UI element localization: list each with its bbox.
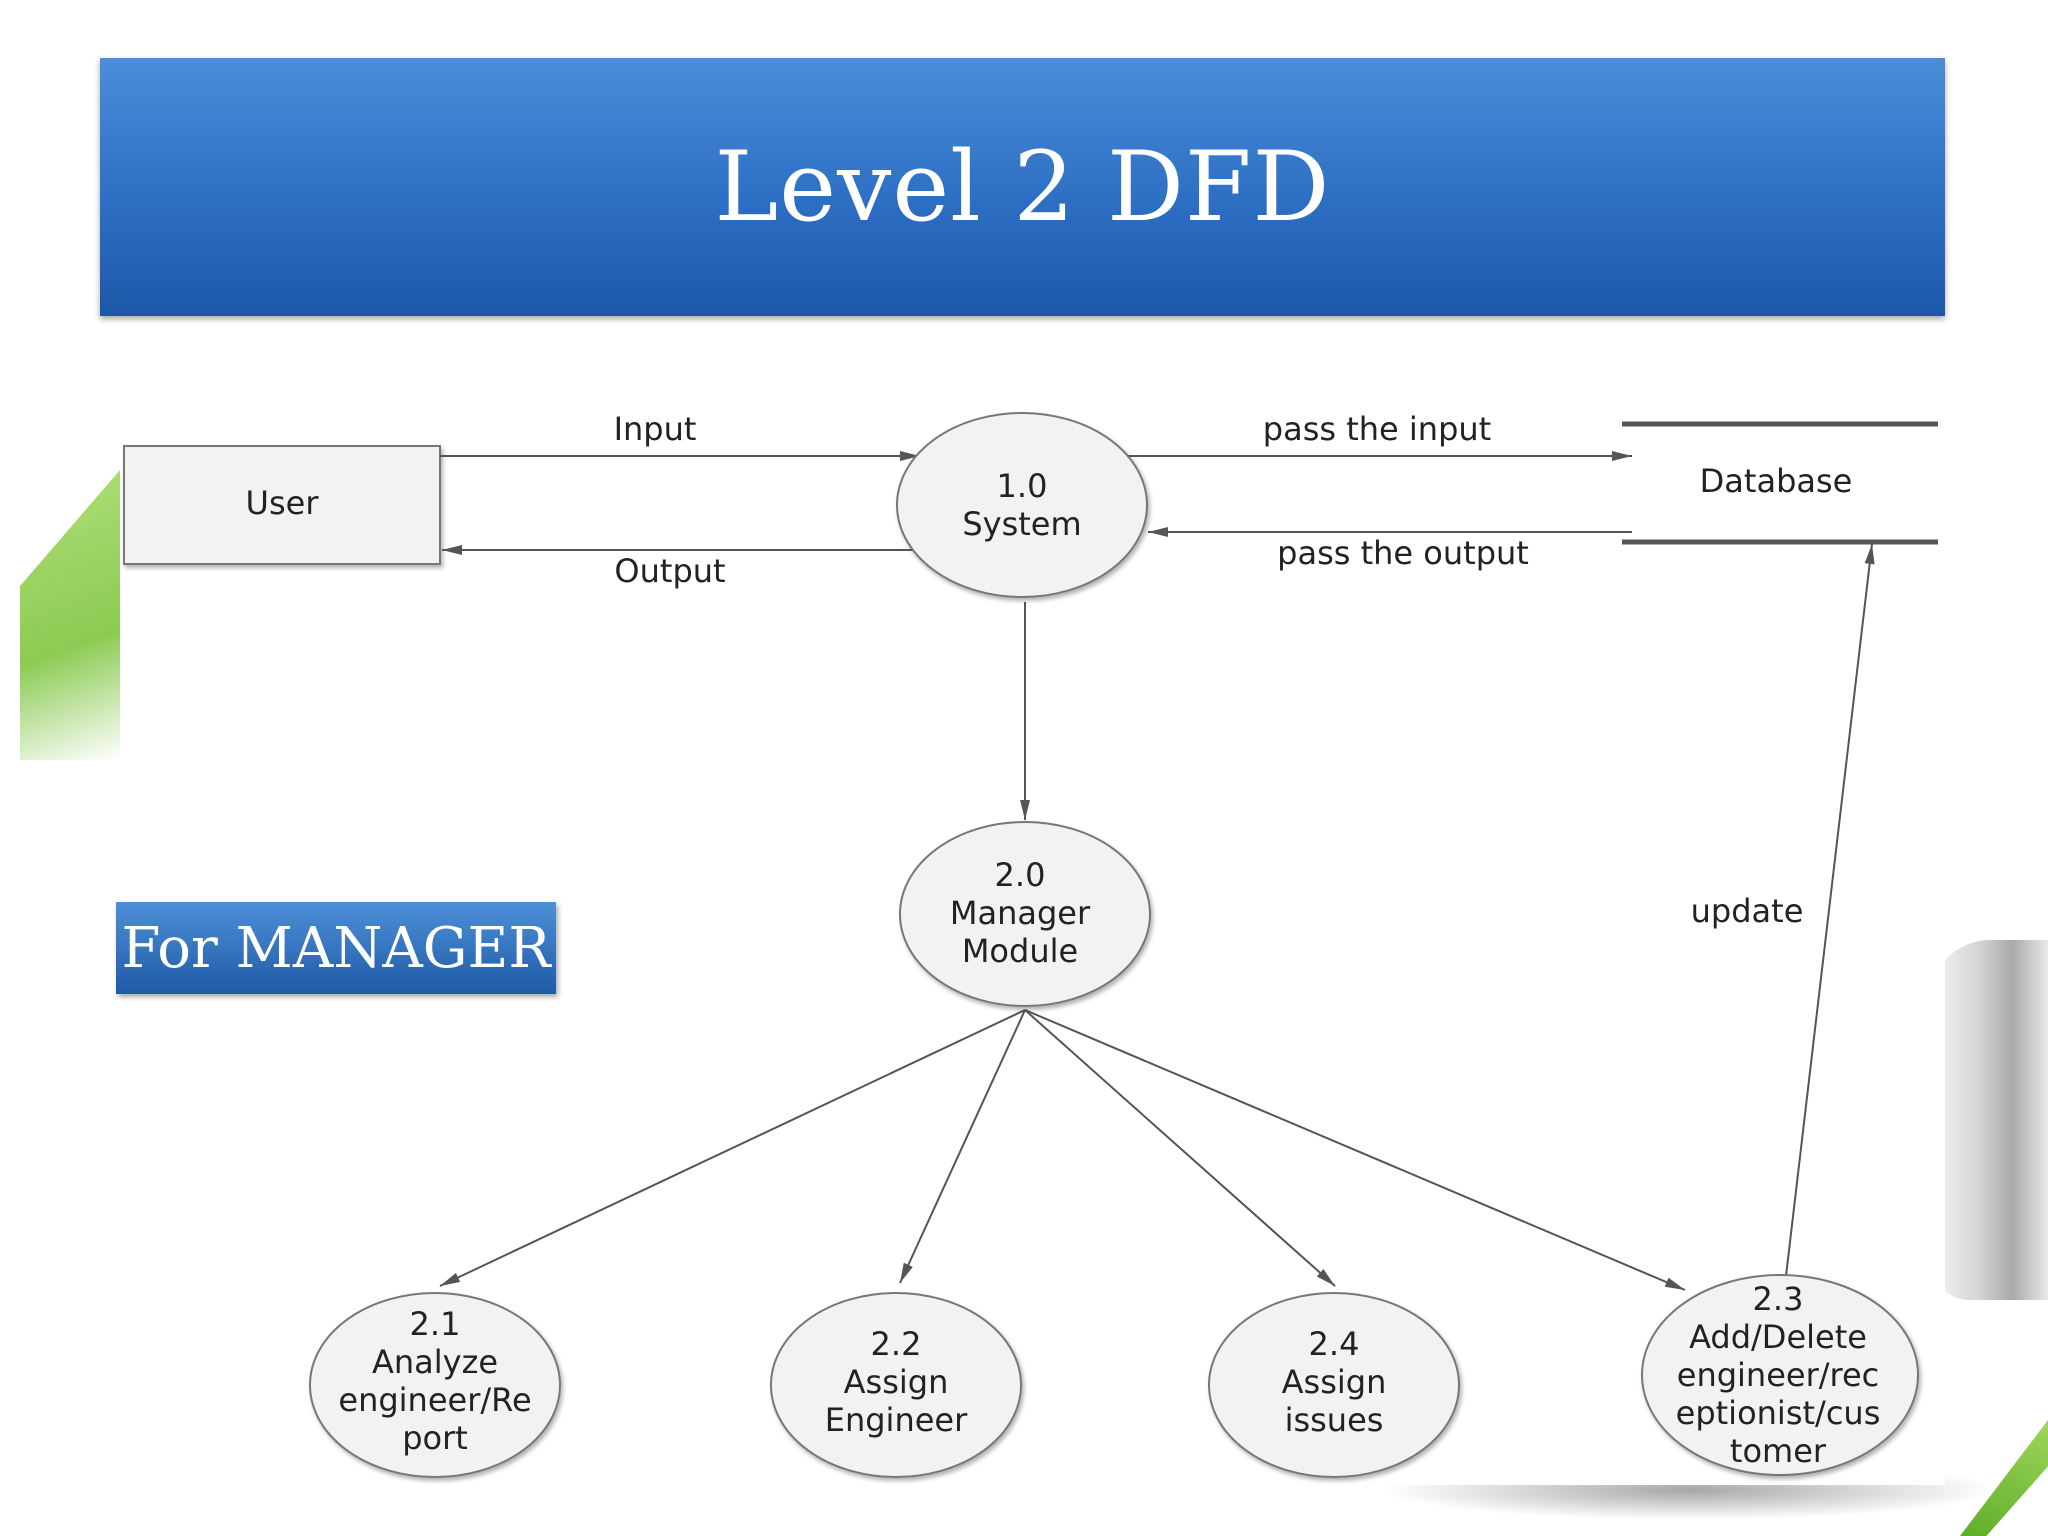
car-background-image bbox=[1930, 940, 2048, 1300]
process-2-2-label-line-2: Engineer bbox=[825, 1401, 968, 1439]
process-2-3-circle bbox=[1641, 1274, 1919, 1476]
process-2-3-label-line-1: Add/Delete bbox=[1689, 1318, 1867, 1356]
process-2-1-number: 2.1 bbox=[410, 1305, 461, 1343]
process-2-3-label-line-2: engineer/rec bbox=[1677, 1356, 1880, 1394]
process-2-1-circle bbox=[309, 1292, 561, 1478]
flow-manager-to-2-4-arrow bbox=[1024, 1009, 1336, 1287]
process-2-0-label-line-2: Module bbox=[962, 932, 1078, 970]
flow-update-label: update bbox=[1691, 892, 1804, 930]
process-2-3-number: 2.3 bbox=[1753, 1280, 1804, 1318]
flow-output-label: Output bbox=[614, 552, 725, 590]
flow-manager-to-2-3-arrow bbox=[1024, 1009, 1686, 1291]
process-2-4-label-line-1: Assign bbox=[1282, 1363, 1387, 1401]
process-2-3-label-line-3: eptionist/cus bbox=[1676, 1394, 1881, 1432]
database-label: Database bbox=[1700, 462, 1853, 500]
process-2-2-circle bbox=[770, 1292, 1022, 1478]
process-2-1-label-line-2: engineer/Re bbox=[338, 1381, 531, 1419]
dfd-diagram: User Database Input Output pass the inpu… bbox=[123, 410, 1938, 1478]
process-2-0-number: 2.0 bbox=[995, 856, 1046, 894]
process-2-2-number: 2.2 bbox=[871, 1325, 922, 1363]
process-1-0-label-line-1: System bbox=[962, 505, 1081, 543]
page-title: Level 2 DFD bbox=[714, 131, 1331, 243]
process-2-4-label-line-2: issues bbox=[1285, 1401, 1384, 1439]
flow-input-label: Input bbox=[614, 410, 697, 448]
flow-manager-to-2-2-arrow bbox=[899, 1009, 1026, 1284]
process-2-0-label-line-1: Manager bbox=[950, 894, 1091, 932]
process-1-0-number: 1.0 bbox=[997, 467, 1048, 505]
process-2-4-number: 2.4 bbox=[1309, 1325, 1360, 1363]
process-2-0-circle bbox=[899, 821, 1151, 1007]
flow-pass-input-label: pass the input bbox=[1263, 410, 1491, 448]
flow-update-arrow bbox=[1785, 543, 1875, 1277]
flow-pass-output-label: pass the output bbox=[1277, 534, 1529, 572]
process-2-2-label-line-1: Assign bbox=[844, 1363, 949, 1401]
decorative-stripe-left bbox=[20, 470, 120, 760]
process-2-4-circle bbox=[1208, 1292, 1460, 1478]
process-1-0-circle bbox=[896, 412, 1148, 598]
flow-manager-to-2-1-arrow bbox=[439, 1009, 1026, 1287]
process-2-1-label-line-1: Analyze bbox=[372, 1343, 498, 1381]
title-bar: Level 2 DFD bbox=[100, 58, 1945, 316]
user-entity bbox=[123, 445, 441, 565]
process-2-3-label-line-4: tomer bbox=[1730, 1432, 1827, 1470]
manager-badge-label: For MANAGER bbox=[121, 915, 551, 981]
process-2-1-label-line-3: port bbox=[402, 1419, 468, 1457]
user-entity-label: User bbox=[246, 484, 320, 522]
manager-badge: For MANAGER bbox=[116, 902, 556, 994]
